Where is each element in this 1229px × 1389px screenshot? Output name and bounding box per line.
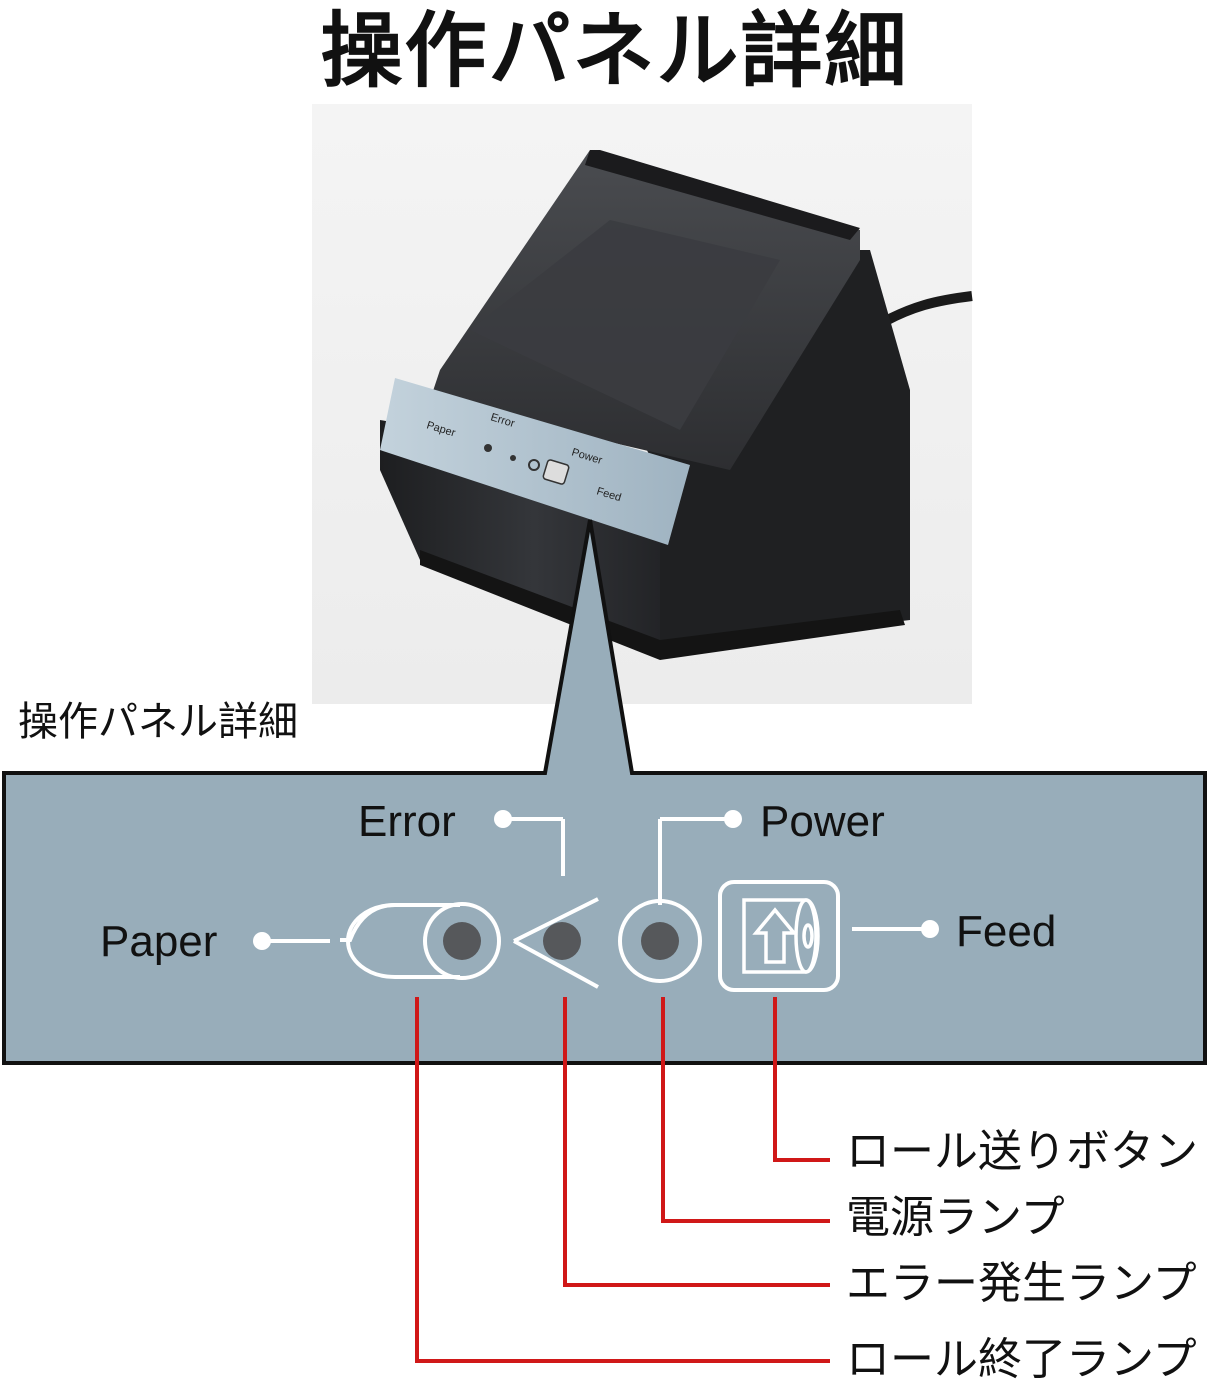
error-label: Error — [358, 797, 456, 846]
error-lamp — [543, 922, 581, 960]
feed-leader-dot — [921, 920, 939, 938]
page-title: 操作パネル詳細 — [320, 4, 909, 99]
power-lamp-leader — [661, 997, 830, 1223]
printer-base — [420, 550, 905, 660]
power-lamp-ring — [618, 899, 702, 983]
power-leader-dot — [724, 810, 742, 828]
paper-lamp-leader — [415, 997, 830, 1363]
printer-error-lamp — [510, 455, 516, 461]
error-leader-dot — [494, 810, 512, 828]
error-leader — [503, 817, 565, 876]
callout-power-lamp: 電源ランプ — [846, 1192, 1065, 1243]
callout-feed-button: ロール送りボタン — [846, 1126, 1198, 1177]
red-leaders — [415, 997, 830, 1363]
feed-label: Feed — [956, 907, 1057, 956]
printer-illustration: Paper Error Power Feed — [380, 150, 973, 660]
paper-label: Paper — [100, 917, 218, 966]
paper-leader-dot — [253, 932, 271, 950]
feed-button-icon — [742, 898, 820, 974]
printer-feed-button — [542, 459, 570, 485]
front-label-face — [380, 378, 690, 545]
paper-lamp-ring — [423, 902, 501, 980]
printer-power-lamp — [528, 459, 540, 471]
callout-paper-end-lamp: ロール終了ランプ — [846, 1334, 1197, 1385]
paper-lamp — [443, 922, 481, 960]
panel-subtitle: 操作パネル詳細 — [18, 699, 298, 745]
lid-hinge — [585, 150, 860, 240]
error-chevron-icon — [513, 897, 599, 989]
power-lamp — [641, 922, 679, 960]
error-lamp-leader — [563, 997, 830, 1287]
power-label: Power — [760, 797, 885, 846]
feed-button-leader — [773, 997, 830, 1162]
panel-callout-shape — [2, 519, 1207, 1065]
lid-window — [470, 220, 780, 430]
paper-roll-icon — [340, 903, 460, 979]
printer-paper-lamp — [484, 444, 492, 452]
power-leader — [658, 817, 733, 905]
feed-button-outline — [718, 880, 840, 992]
callout-error-lamp: エラー発生ランプ — [846, 1258, 1197, 1309]
